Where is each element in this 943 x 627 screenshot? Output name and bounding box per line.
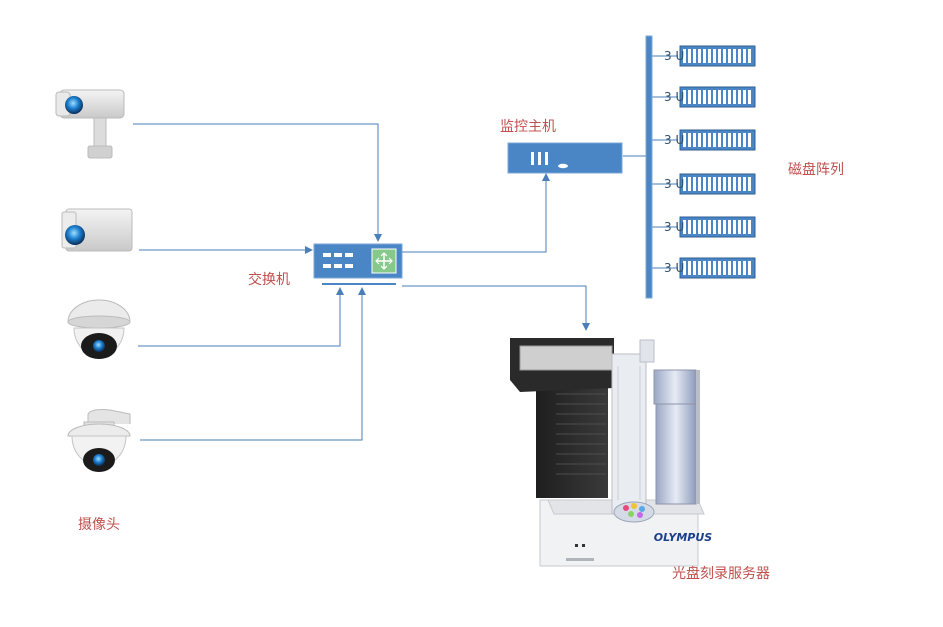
disk-unit: 3 U xyxy=(664,257,756,279)
ptz-camera-icon xyxy=(67,409,131,472)
link-cam3-switch xyxy=(138,287,344,347)
disk-unit-label: 3 U xyxy=(664,90,684,104)
disk-array-icon: 3 U 3 U 3 U 3 U 3 U 3 U xyxy=(645,35,756,299)
disk-unit: 3 U xyxy=(664,45,756,67)
label-switch: 交换机 xyxy=(248,271,290,287)
link-switch-burner xyxy=(402,285,590,331)
label-disk-array: 磁盘阵列 xyxy=(788,161,844,177)
connector-lines xyxy=(133,55,678,441)
disk-unit: 3 U xyxy=(664,129,756,151)
disc-burner-icon: OLYMPUS xyxy=(510,338,713,567)
link-cam1-switch xyxy=(133,123,382,242)
disk-unit-label: 3 U xyxy=(664,220,684,234)
label-burner-server: 光盘刻录服务器 xyxy=(672,565,770,581)
drive-bays xyxy=(556,393,606,475)
disk-unit: 3 U xyxy=(664,216,756,238)
bullet-camera-icon xyxy=(55,89,125,159)
olympus-brand: OLYMPUS xyxy=(654,531,713,544)
disk-unit-label: 3 U xyxy=(664,261,684,275)
label-monitor-host: 监控主机 xyxy=(500,118,556,134)
link-cam4-switch xyxy=(140,287,366,441)
label-cameras: 摄像头 xyxy=(78,516,120,532)
disk-unit-label: 3 U xyxy=(664,177,684,191)
box-camera-icon xyxy=(61,208,133,252)
network-switch-icon xyxy=(313,243,403,285)
disk-unit-label: 3 U xyxy=(664,133,684,147)
link-switch-host xyxy=(402,173,550,253)
monitor-host-icon xyxy=(507,142,623,174)
disk-unit-label: 3 U xyxy=(664,49,684,63)
disk-unit: 3 U xyxy=(664,173,756,195)
disk-unit: 3 U xyxy=(664,86,756,108)
dome-camera-icon xyxy=(67,299,131,359)
